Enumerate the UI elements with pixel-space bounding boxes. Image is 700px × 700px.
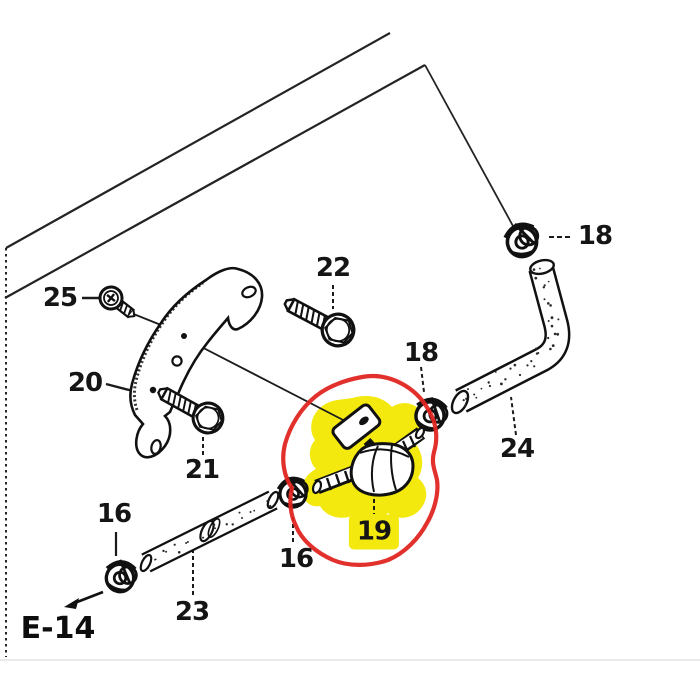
fuel-valve-19: [311, 403, 426, 497]
flange-bolt-22: [276, 286, 362, 354]
clamp-18-top: [500, 218, 544, 262]
highlight-circle: [281, 374, 440, 567]
screw-25: [98, 285, 136, 319]
panel-outline: [0, 32, 700, 661]
e14-arrow: [64, 590, 104, 609]
leader-lines: [82, 236, 572, 598]
fuel-hose-24: [450, 258, 571, 415]
stay-bracket-20: [129, 266, 264, 459]
fuel-tube-23: [139, 490, 280, 573]
clamp-16-left: [101, 556, 141, 596]
